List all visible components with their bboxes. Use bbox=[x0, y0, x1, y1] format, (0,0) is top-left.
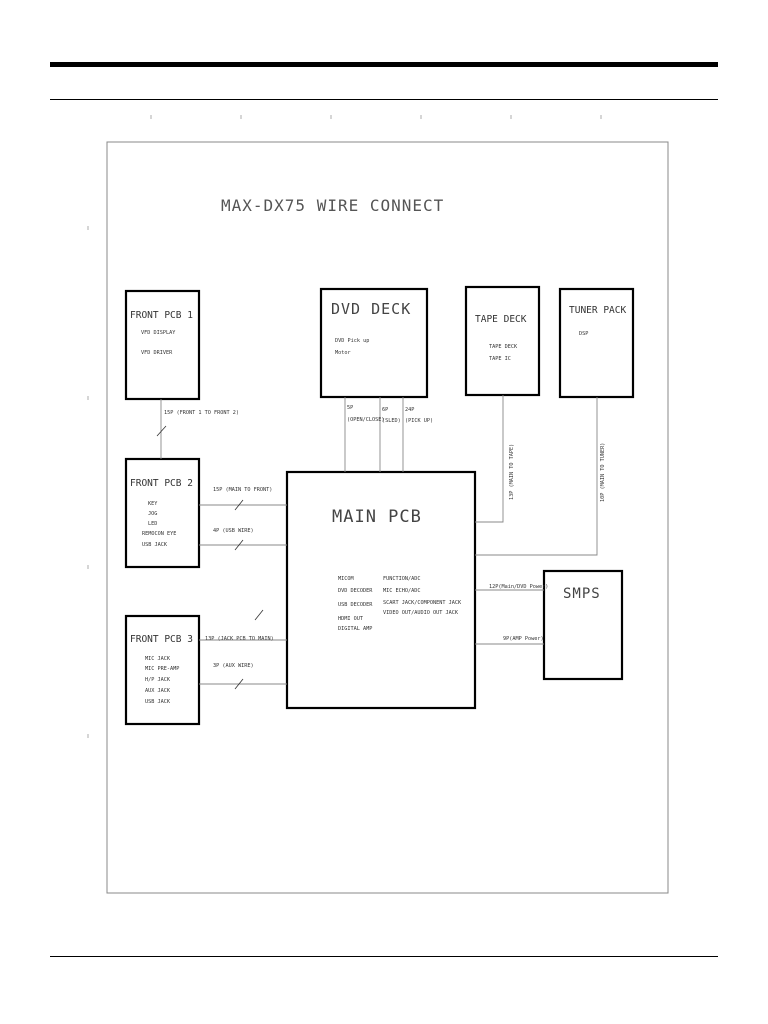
main-pcb-title: MAIN PCB bbox=[332, 507, 422, 527]
main-pcb-right-item: VIDEO OUT/AUDIO OUT JACK bbox=[383, 610, 459, 616]
main-pcb-left-item: HDMI OUT bbox=[338, 616, 363, 622]
header-ticks bbox=[87, 115, 602, 738]
front-pcb-2-item: JOG bbox=[148, 511, 157, 517]
main-pcb-right-item: FUNCTION/ADC bbox=[383, 576, 420, 582]
connector-labels: 15P (FRONT 1 TO FRONT 2) 15P (MAIN TO FR… bbox=[164, 405, 606, 669]
main-pcb-left-item: MICOM bbox=[338, 576, 354, 582]
connector-label: 10P (MAIN TO TUNER) bbox=[600, 443, 606, 502]
connector-label: (SLED) bbox=[382, 418, 401, 424]
connector-label: (OPEN/CLOSE) bbox=[347, 417, 384, 423]
dvd-deck-item: DVD Pick up bbox=[335, 338, 369, 344]
dvd-deck: DVD DECK DVD Pick up Motor bbox=[319, 287, 429, 399]
connector-label: 12P(Main/DVD Power) bbox=[489, 584, 548, 590]
header-rule-thin bbox=[50, 99, 718, 100]
connector-label: 5P bbox=[347, 405, 353, 411]
diagram-title: MAX-DX75 WIRE CONNECT bbox=[221, 196, 444, 215]
tape-deck-item: TAPE DECK bbox=[489, 344, 518, 350]
front-pcb-1: FRONT PCB 1 VFD DISPLAY VFD DRIVER bbox=[124, 289, 201, 401]
front-pcb-3: FRONT PCB 3 MIC JACK MIC PRE-AMP H/P JAC… bbox=[124, 614, 201, 726]
smps-title: SMPS bbox=[563, 586, 601, 602]
smps: SMPS bbox=[542, 569, 624, 681]
front-pcb-1-item: VFD DISPLAY bbox=[141, 330, 176, 336]
front-pcb-3-item: USB JACK bbox=[145, 699, 171, 705]
diagram-frame bbox=[106, 141, 669, 894]
front-pcb-2-title: FRONT PCB 2 bbox=[130, 478, 193, 489]
front-pcb-2-item: KEY bbox=[148, 501, 158, 507]
connector-label: 24P bbox=[405, 407, 414, 413]
footer-rule bbox=[50, 956, 718, 957]
front-pcb-2-item: LED bbox=[148, 521, 157, 527]
tape-deck-item: TAPE IC bbox=[489, 356, 511, 362]
main-pcb: MAIN PCB MICOM DVD DECODER USB DECODER H… bbox=[285, 470, 477, 710]
wires bbox=[156, 395, 598, 690]
tuner-pack-title: TUNER PACK bbox=[569, 305, 626, 316]
main-pcb-left-item: USB DECODER bbox=[338, 602, 373, 608]
tuner-pack-item: DSP bbox=[579, 331, 588, 337]
main-pcb-right-item: MIC ECHO/ADC bbox=[383, 588, 420, 594]
front-pcb-2: FRONT PCB 2 KEY JOG LED REMOCON EYE USB … bbox=[124, 457, 201, 569]
dvd-deck-title: DVD DECK bbox=[331, 300, 411, 318]
connector-label: 15P (FRONT 1 TO FRONT 2) bbox=[164, 410, 239, 416]
connector-label: 3P (AUX WIRE) bbox=[213, 663, 254, 669]
connector-label: 4P (USB WIRE) bbox=[213, 528, 254, 534]
front-pcb-3-title: FRONT PCB 3 bbox=[130, 634, 193, 645]
connector-label: (PICK UP) bbox=[405, 418, 433, 424]
main-pcb-right-item: SCART JACK/COMPONENT JACK bbox=[383, 600, 462, 606]
connector-label: 13P (MAIN TO TAPE) bbox=[509, 444, 515, 500]
front-pcb-2-item: REMOCON EYE bbox=[142, 531, 176, 537]
main-pcb-left-item: DVD DECODER bbox=[338, 588, 373, 594]
connector-label: 15P (MAIN TO FRONT) bbox=[213, 487, 272, 493]
tape-deck: TAPE DECK TAPE DECK TAPE IC bbox=[464, 285, 541, 397]
tape-deck-title: TAPE DECK bbox=[475, 314, 527, 325]
front-pcb-2-item: USB JACK bbox=[142, 542, 168, 548]
front-pcb-3-item: AUX JACK bbox=[145, 688, 171, 694]
front-pcb-3-item: H/P JACK bbox=[145, 677, 171, 683]
front-pcb-1-item: VFD DRIVER bbox=[141, 350, 173, 356]
main-pcb-left-item: DIGITAL AMP bbox=[338, 626, 372, 632]
connector-label: 9P(AMP Power) bbox=[503, 636, 544, 642]
front-pcb-3-item: MIC PRE-AMP bbox=[145, 666, 179, 672]
connector-label: 6P bbox=[382, 407, 388, 413]
front-pcb-3-item: MIC JACK bbox=[145, 656, 171, 662]
front-pcb-1-title: FRONT PCB 1 bbox=[130, 310, 193, 321]
connector-label: 13P (JACK PCB TO MAIN) bbox=[205, 636, 274, 642]
dvd-deck-item: Motor bbox=[335, 350, 351, 356]
header-rule-thick bbox=[50, 62, 718, 67]
tuner-pack: TUNER PACK DSP bbox=[558, 287, 635, 399]
